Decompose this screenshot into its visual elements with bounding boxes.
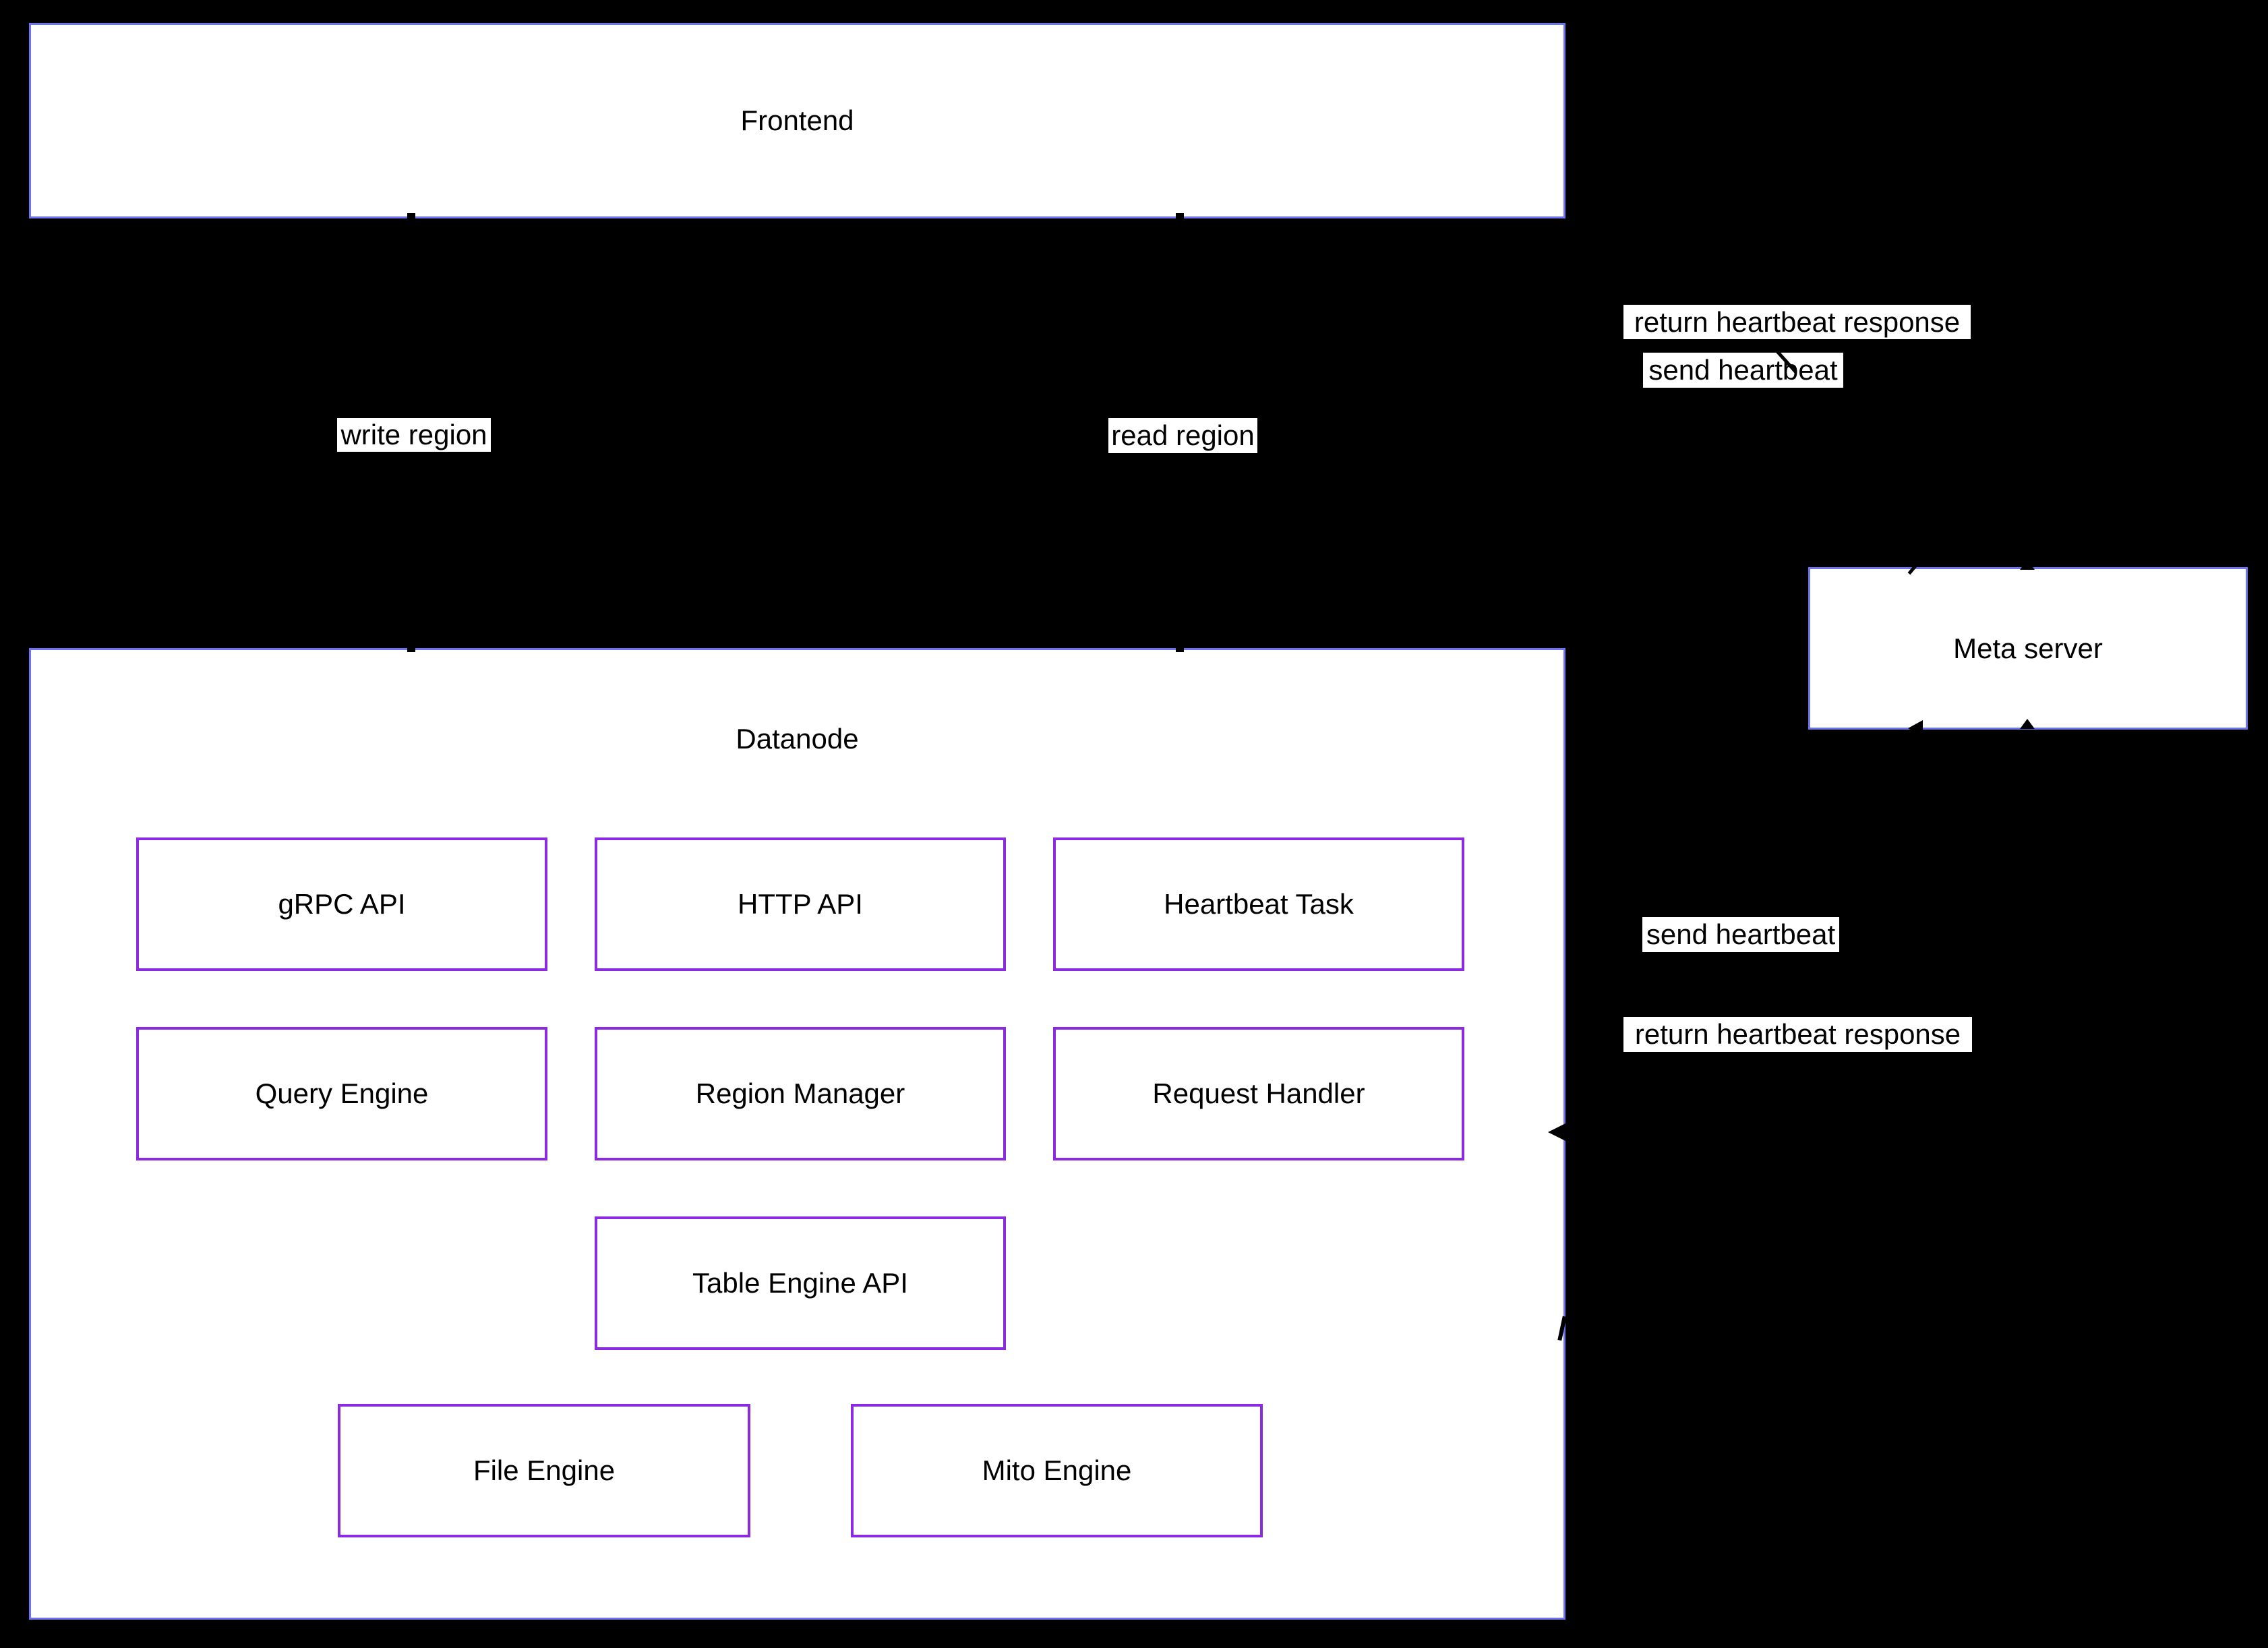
heartbeat-task-label: Heartbeat Task: [1164, 888, 1354, 920]
edge-label-send-heartbeat-right: send heartbeat: [1642, 917, 1839, 952]
query-engine-box: Query Engine: [136, 1027, 547, 1160]
datanode-label: Datanode: [736, 723, 859, 755]
mito-engine-label: Mito Engine: [982, 1454, 1132, 1486]
http-api-label: HTTP API: [738, 888, 863, 920]
meta-server-label: Meta server: [1953, 632, 2103, 664]
heartbeat-task-box: Heartbeat Task: [1053, 837, 1464, 971]
grpc-api-label: gRPC API: [278, 888, 406, 920]
arrowhead-meta-bottom-right: [2020, 719, 2035, 729]
region-manager-label: Region Manager: [695, 1078, 905, 1109]
query-engine-label: Query Engine: [255, 1078, 429, 1109]
arrowhead-meta-top: [2020, 560, 2035, 570]
arrowhead-datanode-top-right: [1176, 644, 1184, 652]
table-engine-api-label: Table Engine API: [692, 1267, 908, 1299]
meta-server-box: Meta server: [1808, 567, 2248, 730]
edge-label-read-region: read region: [1108, 418, 1257, 453]
grpc-api-box: gRPC API: [136, 837, 547, 971]
edge-label-send-heartbeat-top: send heartbeat: [1643, 353, 1843, 388]
edge-label-return-heartbeat-response-top: return heartbeat response: [1623, 305, 1971, 339]
arrowhead-datanode-top-left: [407, 644, 415, 652]
table-engine-api-box: Table Engine API: [595, 1216, 1006, 1350]
frontend-box: Frontend: [29, 23, 1565, 218]
file-engine-box: File Engine: [338, 1404, 750, 1537]
file-engine-label: File Engine: [473, 1454, 616, 1486]
arrow-notch-frontend-bottom-left: [407, 213, 415, 221]
region-manager-box: Region Manager: [595, 1027, 1006, 1160]
arrow-notch-frontend-bottom-right: [1176, 213, 1184, 221]
edge-label-write-region: write region: [337, 418, 491, 452]
frontend-label: Frontend: [740, 105, 854, 136]
request-handler-box: Request Handler: [1053, 1027, 1464, 1160]
request-handler-label: Request Handler: [1152, 1078, 1365, 1109]
mito-engine-box: Mito Engine: [851, 1404, 1263, 1537]
arrowhead-meta-bottom-left: [1908, 720, 1923, 736]
arrowhead-into-datanode-right: [1548, 1123, 1565, 1141]
edge-label-return-heartbeat-response-right: return heartbeat response: [1623, 1017, 1972, 1052]
http-api-box: HTTP API: [595, 837, 1006, 971]
